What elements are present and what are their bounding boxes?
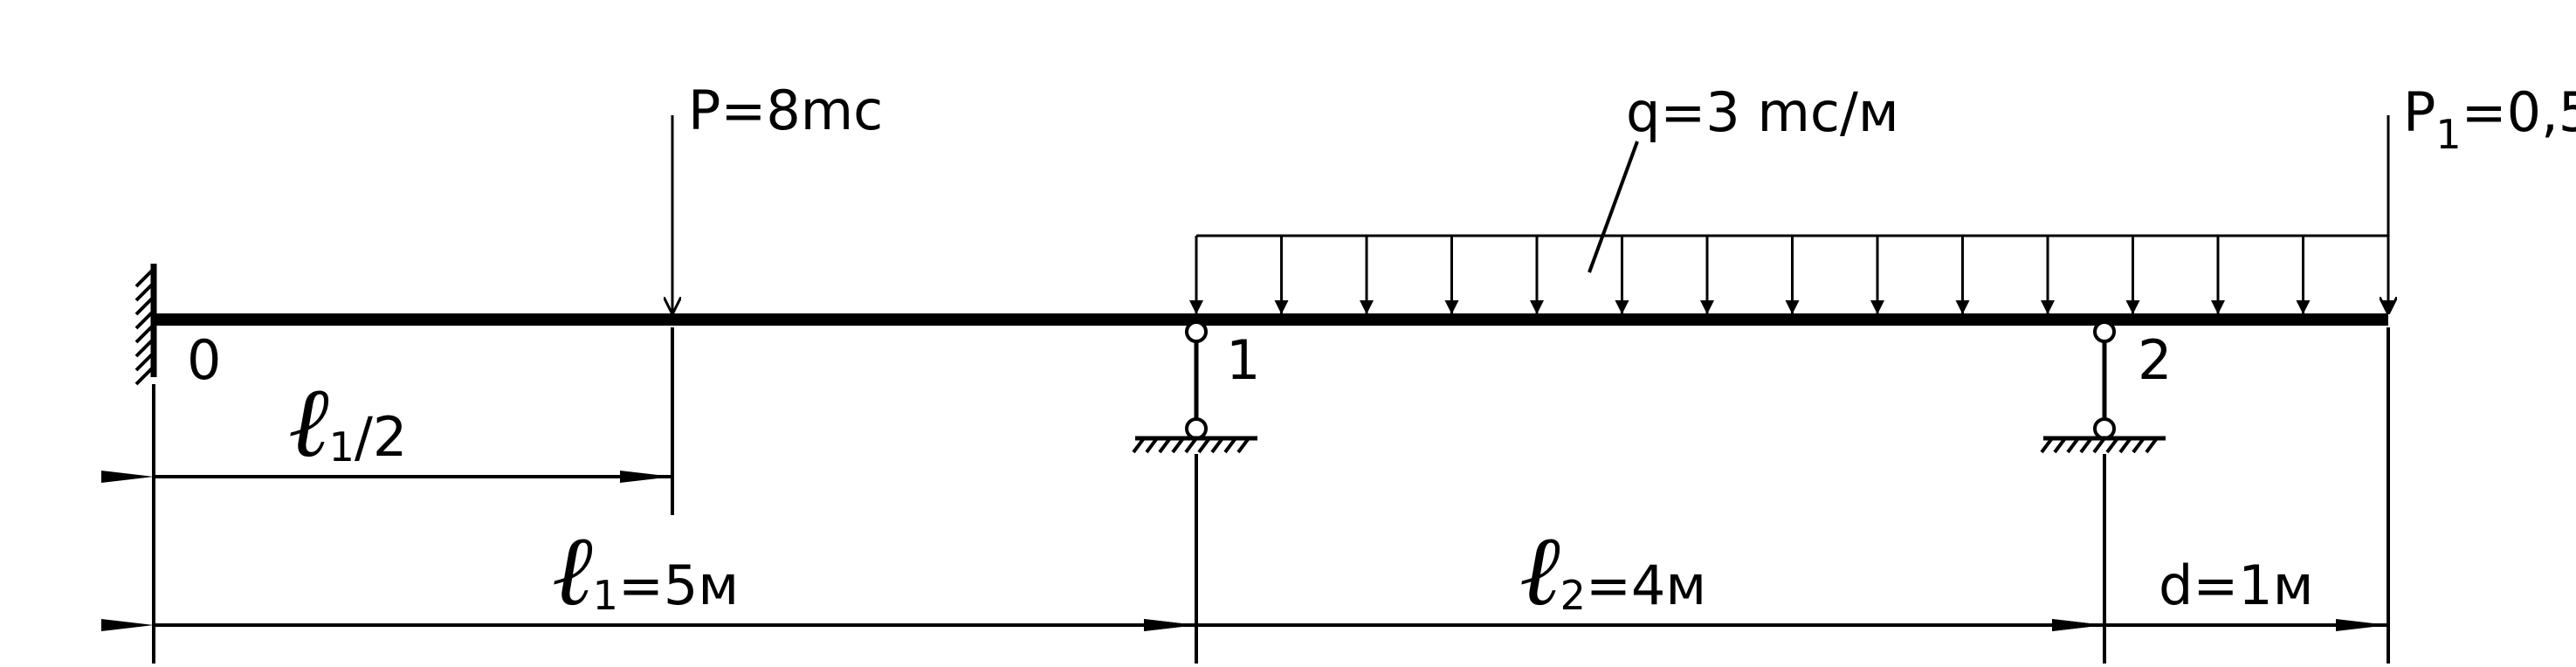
dimension-span-2: ℓ2=4м xyxy=(1144,514,2104,631)
point-load-p-label: P=8mc xyxy=(688,79,883,142)
distributed-load: q=3 mc/м xyxy=(1189,80,2395,314)
node-label-2: 2 xyxy=(2138,328,2172,392)
point-load-p1: P1=0,5 xyxy=(2388,80,2576,314)
dimension-span-1: ℓ1=5м xyxy=(101,514,1196,631)
extension-lines xyxy=(152,327,2390,664)
node-label-0: 0 xyxy=(187,328,221,392)
node-label-1: 1 xyxy=(1226,328,1260,392)
dimension-overhang: d=1м xyxy=(2052,554,2388,631)
distributed-load-label: q=3 mc/м xyxy=(1626,80,1899,144)
distributed-load-leader xyxy=(1588,141,1639,273)
dimension-overhang-label: d=1м xyxy=(2159,554,2314,617)
point-load-p1-label: P1=0,5 xyxy=(2403,80,2576,158)
support-2 xyxy=(2040,320,2166,454)
fixed-wall xyxy=(134,264,157,386)
point-load-p: P=8mc xyxy=(672,79,883,314)
dimension-half-span-label: ℓ1/2 xyxy=(288,366,407,479)
dimension-half-span: ℓ1/2 xyxy=(101,366,672,483)
dimension-span-1-label: ℓ1=5м xyxy=(552,514,739,628)
distributed-load-arrows xyxy=(1189,236,2395,314)
support-1 xyxy=(1132,320,1257,454)
dimension-span-2-label: ℓ2=4м xyxy=(1519,514,1706,628)
